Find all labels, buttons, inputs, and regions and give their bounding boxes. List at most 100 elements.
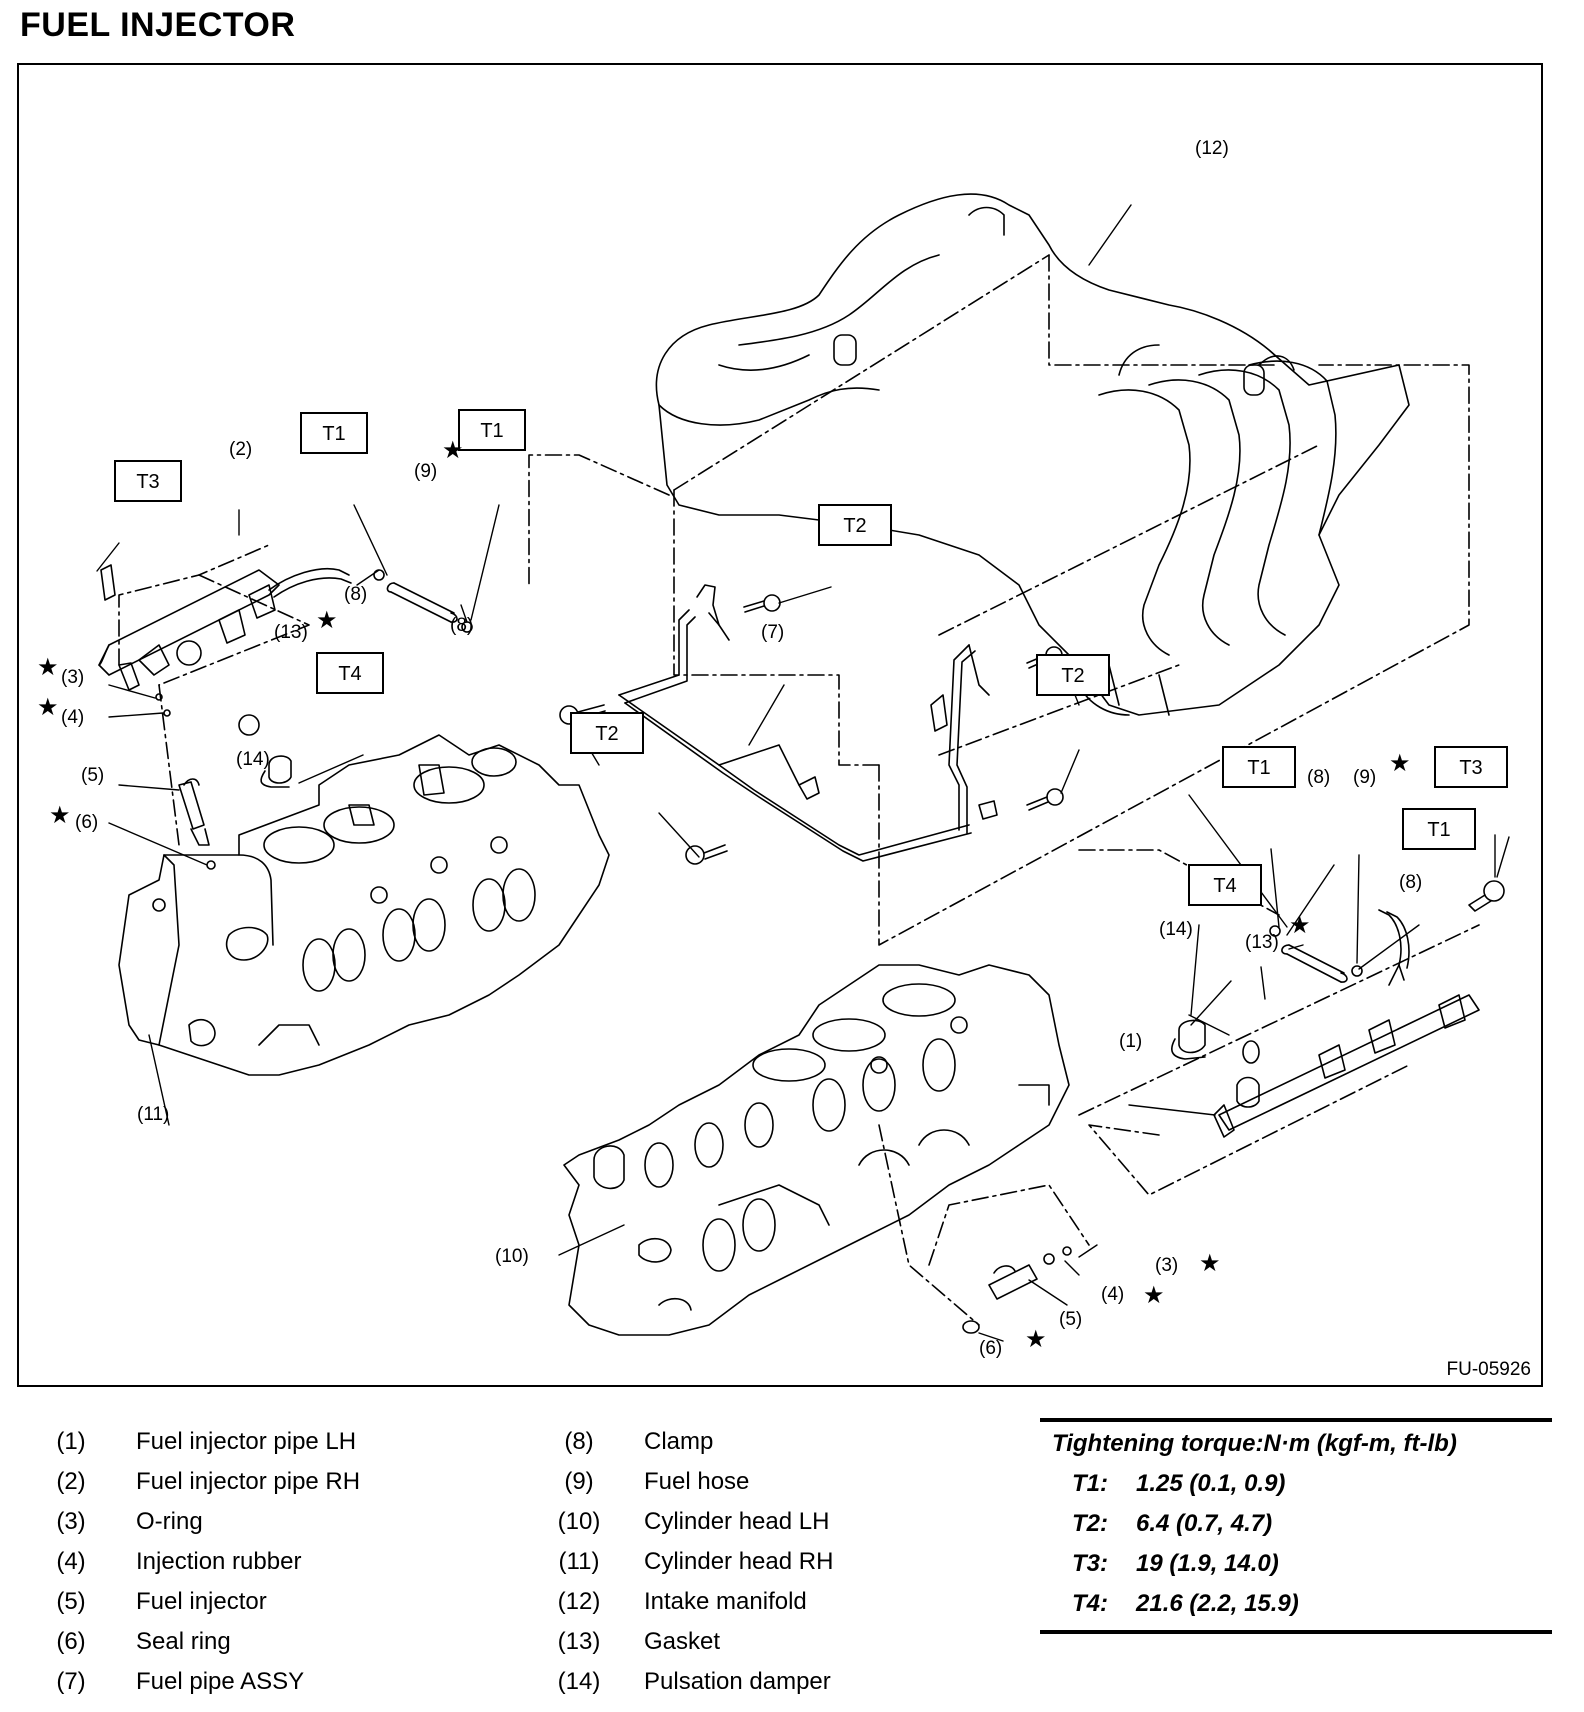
legend-number: (14) [557,1668,601,1695]
callout-8-right-b: (8) [1399,872,1422,893]
torque-table-bottom-rule [1040,1630,1552,1634]
fuel-injector-pipe-lh-drawing [1213,909,1480,1138]
star-3-left: ★ [37,654,59,681]
legend-number: (3) [56,1508,86,1535]
legend-item: (10) Cylinder head LH [544,1502,833,1542]
part-callouts: (12) (2) (9) (7) (8) (8) (13) (3) (4) (5… [61,138,1422,1359]
torque-value: 6.4 (0.7, 4.7) [1136,1510,1273,1537]
callout-6-right: (6) [979,1338,1002,1359]
t1-label-right-a: T1 [1247,757,1270,779]
t4-label-left: T4 [338,663,361,685]
callout-13-left: (13) [274,622,308,643]
legend-label: Cylinder head LH [644,1508,830,1535]
torque-value: 1.25 (0.1, 0.9) [1136,1470,1286,1497]
callout-3-right: (3) [1155,1255,1178,1276]
legend-item: (8)Clamp [544,1422,833,1462]
legend-number: (5) [56,1588,86,1615]
legend-item: (13)Gasket [544,1622,833,1662]
callout-14-right: (14) [1159,919,1193,940]
torque-row: T2: 6.4 (0.7, 4.7) [1040,1504,1552,1544]
callout-4-right: (4) [1101,1284,1124,1305]
torque-value: 21.6 (2.2, 15.9) [1136,1590,1299,1617]
page-title: FUEL INJECTOR [20,6,296,44]
callout-6-left: (6) [75,812,98,833]
t3-label-left: T3 [136,471,159,493]
legend-number: (6) [56,1628,86,1655]
callout-13-right: (13) [1245,932,1279,953]
t2-label-left: T2 [595,723,618,745]
legend-number: (2) [56,1468,86,1495]
legend-item: (9) Fuel hose [544,1462,833,1502]
legend-label: Pulsation damper [644,1668,831,1695]
figure-code: FU-05926 [1446,1359,1532,1380]
callout-5-left: (5) [81,765,104,786]
legend-number: (4) [56,1548,86,1575]
torque-row: T1: 1.25 (0.1, 0.9) [1040,1464,1552,1504]
legend-number: (1) [56,1428,86,1455]
torque-label-texts: T3 T1 T1 T4 T2 T2 T2 T1 T3 T1 T4 [136,420,1482,897]
callout-9-left: (9) [414,461,437,482]
assembly-guide-lines [118,254,1480,1326]
legend-item: (6)Seal ring [36,1622,360,1662]
legend-label: Gasket [644,1628,721,1655]
torque-code: T1: [1072,1470,1108,1497]
t1-box-left-a [300,412,368,454]
legend-item: (3) O-ring [36,1502,360,1542]
callout-10: (10) [495,1246,529,1267]
cylinder-head-rh-drawing [118,734,610,1076]
cylinder-head-lh-drawing [563,964,1070,1336]
callout-11: (11) [137,1104,169,1125]
legend-number: (10) [557,1508,601,1535]
t2-box-right [1036,654,1110,696]
t1-box-right-a [1222,746,1296,788]
torque-code: T2: [1072,1510,1108,1537]
legend-label: Fuel injector pipe LH [136,1428,357,1455]
t1-label-right-b: T1 [1427,819,1450,841]
legend-left-column: (1) Fuel injector pipe LH (2) Fuel injecto… [36,1422,360,1702]
diagram-frame: T3 T1 T1 T4 T2 T2 T2 T1 T3 T1 T4 (12) (2… [17,63,1543,1387]
callout-8-right-a: (8) [1307,767,1330,788]
legend-item: (12)Intake manifold [544,1582,833,1622]
legend-item: (4)Injection rubber [36,1542,360,1582]
legend-label: Cylinder head RH [644,1548,834,1575]
star-6-left: ★ [49,802,71,829]
callout-9-right: (9) [1353,767,1376,788]
legend-item: (2) Fuel injector pipe RH [36,1462,360,1502]
star-9-right: ★ [1389,750,1411,777]
left-fuel-hose-drawing [373,569,473,633]
t3-box-left [114,460,182,502]
torque-value: 19 (1.9, 14.0) [1136,1550,1279,1577]
legend-number: (7) [56,1668,86,1695]
t1-label-left-b: T1 [480,420,503,442]
legend-item: (7) Fuel pipe ASSY [36,1662,360,1702]
legend-label: Fuel hose [644,1468,750,1495]
star-6-right: ★ [1025,1326,1047,1353]
legend-label: Fuel pipe ASSY [136,1668,305,1695]
legend-label: O-ring [136,1508,203,1535]
legend-number: (8) [564,1428,594,1455]
legend-item: (5)Fuel injector [36,1582,360,1622]
legend-number: (11) [558,1548,600,1575]
star-marks: ★ ★ ★ ★ ★ ★ ★ ★ ★ ★ [37,437,1411,1353]
callout-5-right: (5) [1059,1309,1082,1330]
callout-12: (12) [1195,138,1229,159]
exploded-diagram: T3 T1 T1 T4 T2 T2 T2 T1 T3 T1 T4 (12) (2… [37,138,1510,1359]
legend-right-column: (8)Clamp (9) Fuel hose (10) Cylinder head … [544,1422,834,1702]
t2-box-left [570,712,644,754]
star-4-left: ★ [37,694,59,721]
left-injector-drawing [155,693,216,870]
callout-14-left: (14) [236,749,270,770]
callout-4-left: (4) [61,707,84,728]
callout-1: (1) [1119,1031,1142,1052]
callout-3-left: (3) [61,667,84,688]
t4-box-right [1188,864,1262,906]
legend-label: Intake manifold [644,1588,807,1615]
star-13-right: ★ [1289,912,1311,939]
torque-row: T3:19 (1.9, 14.0) [1040,1544,1552,1584]
fuel-injector-pipe-rh-drawing [98,564,352,788]
legend-item: (14) Pulsation damper [544,1662,833,1702]
legend-label: Fuel injector pipe RH [136,1468,361,1495]
callout-8-left-a: (8) [344,584,367,605]
intake-manifold-drawing [655,193,1410,716]
legend-number: (9) [564,1468,594,1495]
